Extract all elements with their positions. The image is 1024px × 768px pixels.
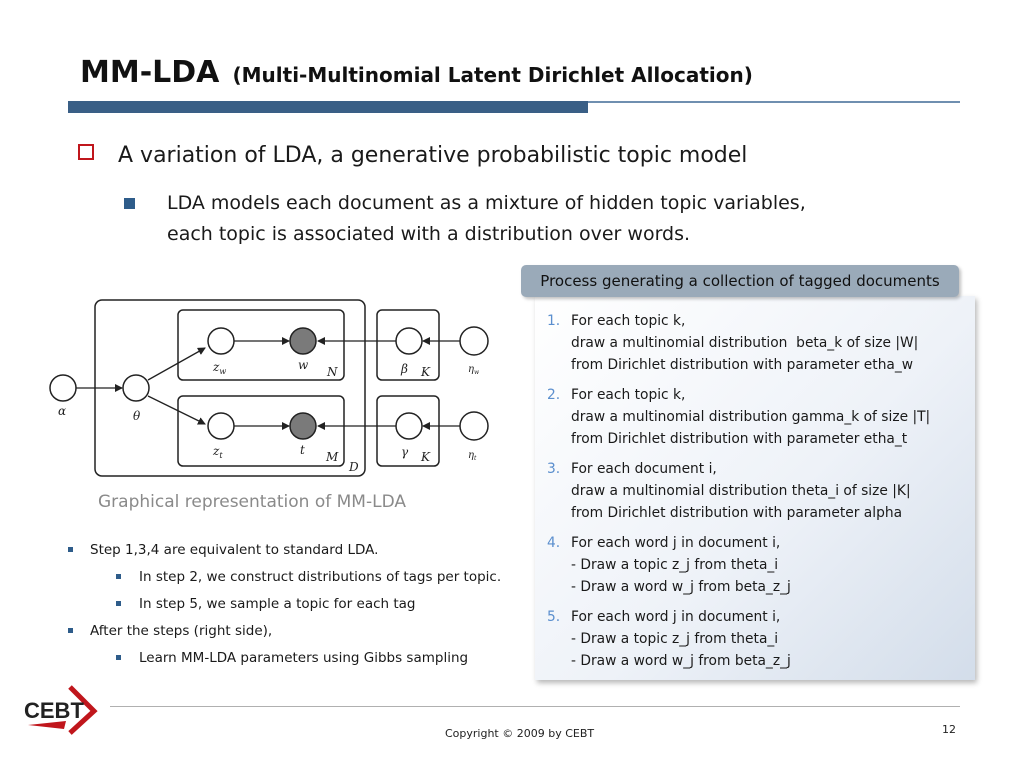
node-alpha	[49, 374, 77, 402]
list-item: After the steps (right side),	[66, 621, 501, 648]
step-line: - Draw a topic z_j from theta_i	[571, 631, 779, 647]
step-number: 1.	[547, 313, 561, 329]
bullet-level1: A variation of LDA, a generative probabi…	[78, 143, 747, 168]
bottom-bullet-list: Step 1,3,4 are equivalent to standard LD…	[66, 540, 501, 675]
page-number: 12	[942, 723, 956, 736]
process-panel-header: Process generating a collection of tagge…	[521, 265, 959, 297]
title-subtitle: (Multi-Multinomial Latent Dirichlet Allo…	[232, 63, 753, 87]
step-line: For each topic k,	[571, 387, 686, 403]
node-t-observed	[289, 412, 317, 440]
step-line: from Dirichlet distribution with paramet…	[571, 431, 908, 447]
title-main: MM-LDA	[80, 55, 220, 90]
step-line: - Draw a topic z_j from theta_i	[571, 557, 779, 573]
step-line: draw a multinomial distribution theta_i …	[571, 483, 911, 499]
square-bullet-icon	[116, 655, 121, 660]
plate-K-gamma	[376, 395, 440, 467]
square-bullet-icon	[116, 601, 121, 606]
node-eta-t	[459, 411, 489, 441]
label-K-beta: K	[420, 365, 431, 379]
label-N: N	[326, 365, 338, 379]
list-item: Learn MM-LDA parameters using Gibbs samp…	[66, 648, 501, 675]
step-number: 2.	[547, 387, 561, 403]
step-line: from Dirichlet distribution with paramet…	[571, 357, 914, 373]
label-w: w	[298, 358, 309, 372]
process-step: 4. For each word j in document i, - Draw…	[547, 532, 930, 598]
cebt-logo: CEBT	[24, 685, 98, 735]
bullet-level1-text: A variation of LDA, a generative probabi…	[118, 143, 748, 168]
node-gamma	[395, 412, 423, 440]
hollow-square-bullet-icon	[78, 144, 94, 160]
step-line: For each topic k,	[571, 313, 686, 329]
copyright-text: Copyright © 2009 by CEBT	[445, 727, 595, 740]
step-line: draw a multinomial distribution gamma_k …	[571, 409, 931, 425]
svg-text:CEBT: CEBT	[24, 698, 84, 723]
graphical-model-diagram: α θ zw w N zt t M D β K γ K ηw ηt	[49, 299, 489, 477]
node-z-t	[207, 412, 235, 440]
list-item: In step 5, we sample a topic for each ta…	[66, 594, 501, 621]
label-z-w: zw	[212, 360, 226, 376]
step-line: For each document i,	[571, 461, 717, 477]
step-line: draw a multinomial distribution beta_k o…	[571, 335, 919, 351]
title-underline-bar	[68, 101, 588, 113]
node-beta	[395, 327, 423, 355]
step-line: For each word j in document i,	[571, 609, 781, 625]
label-theta: θ	[133, 409, 141, 423]
label-K-gamma: K	[420, 450, 431, 464]
label-beta: β	[400, 362, 408, 376]
process-step: 2. For each topic k, draw a multinomial …	[547, 384, 930, 450]
process-step: 3. For each document i, draw a multinomi…	[547, 458, 930, 524]
step-number: 5.	[547, 609, 561, 625]
label-M: M	[325, 450, 339, 464]
label-eta-t: ηt	[468, 450, 477, 462]
title-underline-thin	[588, 101, 960, 103]
square-bullet-icon	[116, 574, 121, 579]
bullet-level2-line: LDA models each document as a mixture of…	[167, 192, 806, 214]
square-bullet-icon	[68, 547, 73, 552]
filled-square-bullet-icon	[124, 198, 135, 209]
node-z-w	[207, 327, 235, 355]
plate-K-beta	[376, 309, 440, 381]
step-number: 3.	[547, 461, 561, 477]
label-D: D	[348, 460, 359, 474]
label-z-t: zt	[212, 444, 223, 460]
node-eta-w	[459, 326, 489, 356]
process-steps-panel: 1. For each topic k, draw a multinomial …	[535, 296, 975, 680]
diagram-caption: Graphical representation of MM-LDA	[98, 492, 406, 512]
bullet-level2-line: each topic is associated with a distribu…	[167, 223, 691, 245]
step-line: from Dirichlet distribution with paramet…	[571, 505, 903, 521]
label-eta-w: ηw	[468, 364, 480, 376]
node-w-observed	[289, 327, 317, 355]
step-line: - Draw a word w_j from beta_z_j	[571, 579, 791, 595]
step-line: - Draw a word w_j from beta_z_j	[571, 653, 791, 669]
plate-M	[177, 395, 345, 467]
process-step: 5. For each word j in document i, - Draw…	[547, 606, 930, 672]
label-t: t	[300, 443, 305, 457]
process-steps-list: 1. For each topic k, draw a multinomial …	[547, 310, 930, 680]
list-item: In step 2, we construct distributions of…	[66, 567, 501, 594]
label-alpha: α	[58, 404, 66, 418]
plate-N	[177, 309, 345, 381]
label-gamma: γ	[401, 445, 409, 459]
square-bullet-icon	[68, 628, 73, 633]
process-step: 1. For each topic k, draw a multinomial …	[547, 310, 930, 376]
step-line: For each word j in document i,	[571, 535, 781, 551]
footer-divider	[110, 706, 960, 707]
list-item: Step 1,3,4 are equivalent to standard LD…	[66, 540, 501, 567]
bullet-level2: LDA models each document as a mixture of…	[124, 188, 806, 250]
slide-title: MM-LDA (Multi-Multinomial Latent Dirichl…	[80, 55, 753, 90]
node-theta	[122, 374, 150, 402]
step-number: 4.	[547, 535, 561, 551]
